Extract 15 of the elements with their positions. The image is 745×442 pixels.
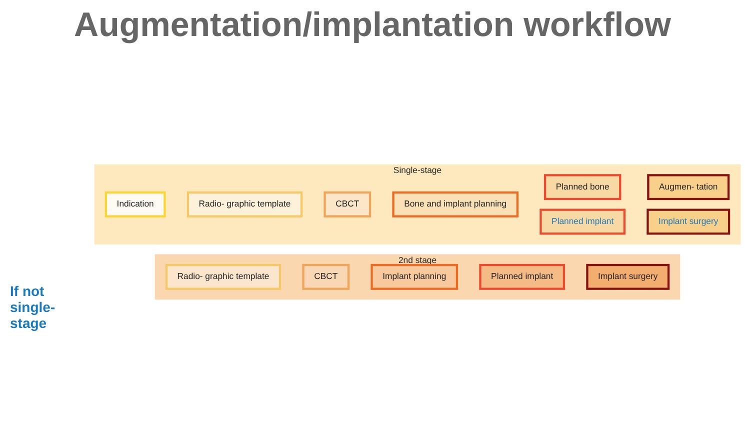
node-box: CBCT (302, 264, 350, 290)
node-box: Implant surgery (646, 208, 730, 235)
node-box: Implant surgery (586, 264, 670, 290)
node-box: Bone and implant planning (392, 191, 519, 218)
node-box: Planned implant (540, 208, 626, 235)
node-box: Radio- graphic template (186, 191, 303, 218)
diagram-title: Augmentation/implantation workflow (73, 6, 672, 45)
node-box: Radio- graphic template (165, 264, 282, 290)
node-box: Indication (104, 191, 166, 218)
node-box: Implant planning (370, 264, 458, 290)
note-text: If not single-stage (9, 283, 56, 331)
node-box: CBCT (324, 191, 372, 218)
node-box: Planned bone (544, 174, 622, 200)
node-box: Augmen- tation (647, 174, 730, 200)
node-box: Planned implant (479, 264, 566, 290)
